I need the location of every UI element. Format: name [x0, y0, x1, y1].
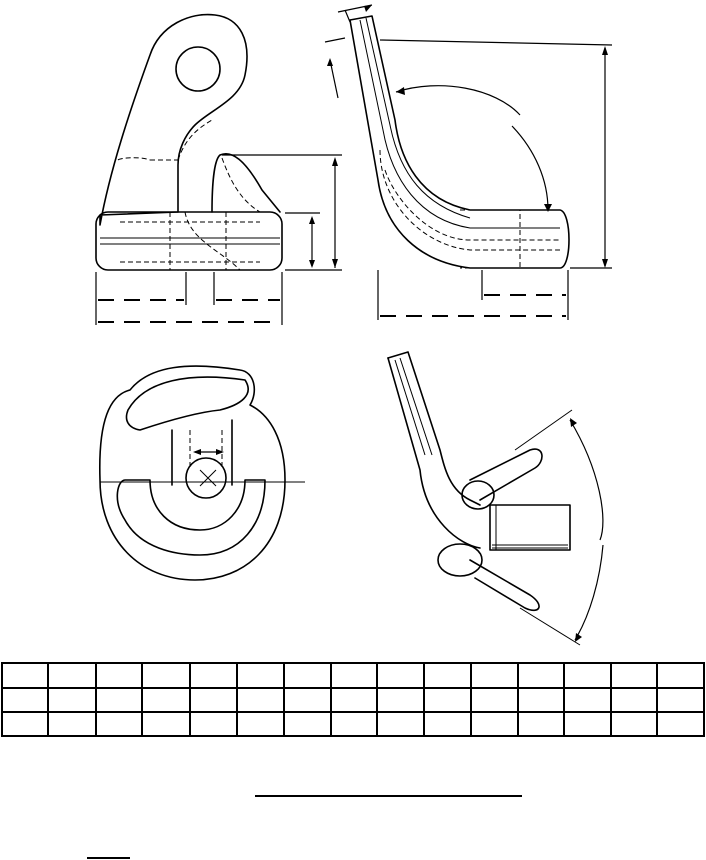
caption-lines: [87, 795, 522, 859]
front-view: [95, 13, 342, 325]
swing-view: [387, 351, 604, 646]
side-view: [324, 4, 613, 320]
data-table: [1, 662, 705, 737]
top-view: [98, 365, 305, 581]
